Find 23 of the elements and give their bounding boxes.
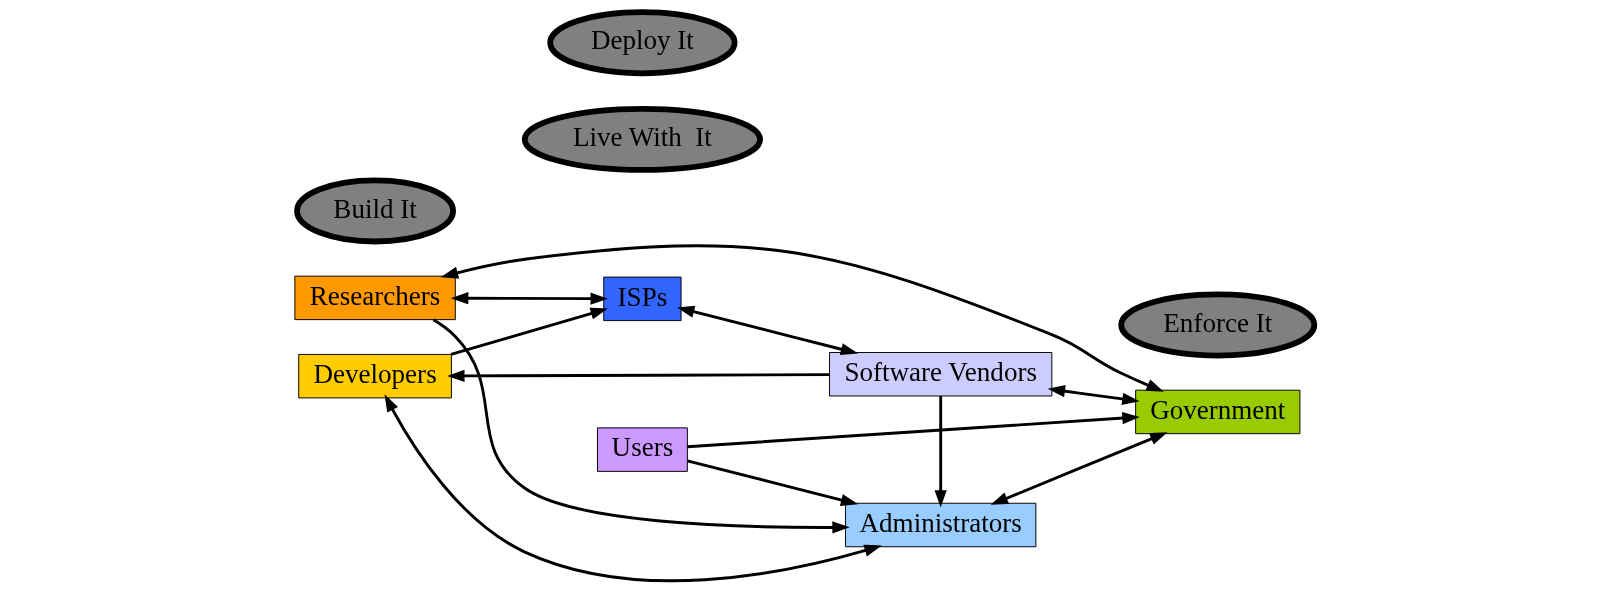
- node-ellipse: Live With It: [521, 105, 763, 173]
- node-box: ISPs: [603, 276, 682, 322]
- node-box: Users: [597, 427, 688, 472]
- node-box: Researchers: [294, 275, 456, 321]
- node-box: Software Vendors: [829, 352, 1053, 397]
- arrow: [384, 394, 882, 583]
- arrow: [447, 369, 830, 382]
- node-ellipse: Build It: [294, 177, 456, 245]
- arrow: [450, 307, 608, 356]
- node-box: Government: [1135, 389, 1301, 435]
- node-box: Developers: [298, 353, 452, 399]
- arrow: [450, 292, 608, 305]
- arrow: [432, 318, 850, 534]
- arrow: [676, 305, 859, 356]
- arrow: [440, 244, 1164, 392]
- arrow: [990, 432, 1168, 505]
- node-ellipse: Enforce It: [1118, 291, 1318, 359]
- node-ellipse: Deploy It: [547, 9, 738, 77]
- arrow: [1047, 385, 1140, 406]
- arrow: [687, 412, 1140, 449]
- arrow: [687, 459, 859, 506]
- node-box: Administrators: [845, 502, 1037, 548]
- arrow: [934, 396, 947, 508]
